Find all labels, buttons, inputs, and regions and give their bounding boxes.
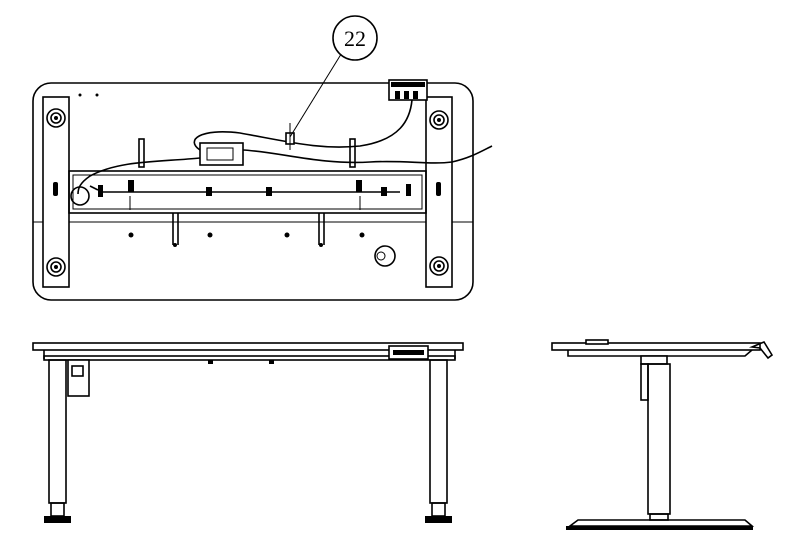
side-base-foot [566,519,755,530]
callout-connector [285,50,344,150]
caster-icon [46,257,66,277]
caster-icon [429,110,449,130]
crossbar-frame [68,170,427,223]
control-box [199,142,244,166]
front-left-leg [44,359,71,523]
handset-switch [388,79,428,101]
side-column [640,363,671,521]
caster-icon [46,108,66,128]
side-view [551,339,774,530]
mounting-brackets [128,213,365,247]
cable-clips [138,138,356,168]
left-leg-bracket [42,96,70,288]
grommet-icon [374,245,396,267]
right-leg-bracket [425,96,453,288]
tabletop-outline [32,82,474,301]
side-tabletop [551,342,761,351]
motor-icon [70,186,90,206]
front-view [32,342,464,523]
top-view [32,50,493,301]
caster-icon [429,256,449,276]
callout-number: 22 [344,26,366,51]
callout-bubble: 22 [332,15,378,61]
front-tabletop [32,342,464,351]
front-right-leg [425,359,452,523]
front-crossbar [43,355,456,361]
cables [77,99,493,195]
